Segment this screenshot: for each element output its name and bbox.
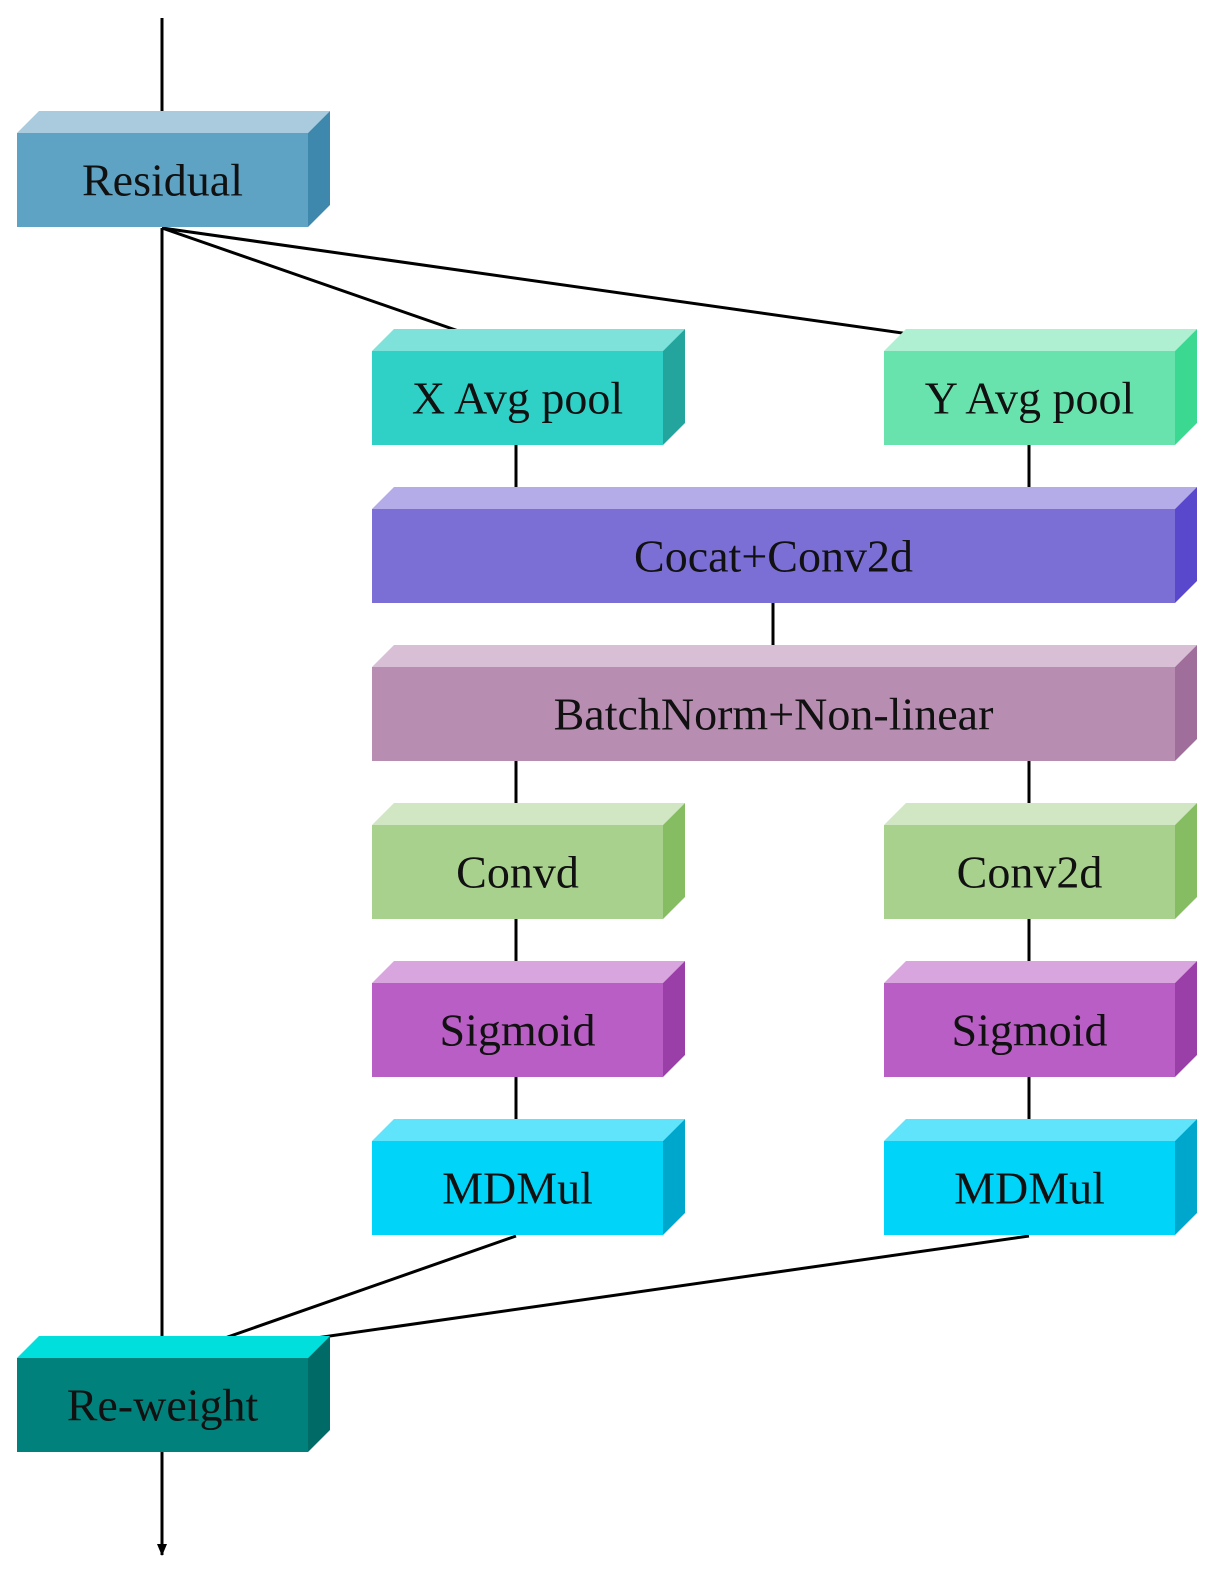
box-front-face bbox=[372, 983, 663, 1077]
box-side-face bbox=[663, 1119, 685, 1235]
box-front-face bbox=[372, 351, 663, 445]
box-front-face bbox=[372, 509, 1175, 603]
box-top-face bbox=[17, 1336, 330, 1358]
node-y-avg-pool: Y Avg pool bbox=[884, 329, 1197, 445]
node-label: Y Avg pool bbox=[925, 373, 1135, 424]
node-mdmul-left: MDMul bbox=[372, 1119, 685, 1235]
box-top-face bbox=[372, 645, 1197, 667]
box-front-face bbox=[884, 1141, 1175, 1235]
box-front-face bbox=[372, 1141, 663, 1235]
node-mdmul-right: MDMul bbox=[884, 1119, 1197, 1235]
box-side-face bbox=[1175, 487, 1197, 603]
box-side-face bbox=[308, 111, 330, 227]
node-label: Convd bbox=[456, 847, 579, 898]
arrow-residual-to-y-avg-pool bbox=[161, 226, 1030, 355]
box-top-face bbox=[372, 329, 685, 351]
box-side-face bbox=[308, 1336, 330, 1452]
node-label: X Avg pool bbox=[412, 373, 623, 424]
box-side-face bbox=[1175, 961, 1197, 1077]
box-top-face bbox=[17, 111, 330, 133]
box-side-face bbox=[663, 803, 685, 919]
node-x-avg-pool: X Avg pool bbox=[372, 329, 685, 445]
node-sigmoid-right: Sigmoid bbox=[884, 961, 1197, 1077]
box-front-face bbox=[884, 351, 1175, 445]
node-label: Re-weight bbox=[67, 1380, 259, 1431]
node-label: Cocat+Conv2d bbox=[634, 531, 913, 582]
box-front-face bbox=[17, 1358, 308, 1452]
box-top-face bbox=[884, 961, 1197, 983]
node-label: MDMul bbox=[954, 1163, 1105, 1214]
box-top-face bbox=[372, 961, 685, 983]
node-label: Sigmoid bbox=[440, 1005, 596, 1056]
node-label: Residual bbox=[82, 155, 243, 206]
box-top-face bbox=[884, 803, 1197, 825]
node-batchnorm: BatchNorm+Non-linear bbox=[372, 645, 1197, 761]
node-label: BatchNorm+Non-linear bbox=[554, 689, 994, 740]
edges bbox=[157, 18, 1034, 1556]
box-front-face bbox=[372, 667, 1175, 761]
box-front-face bbox=[17, 133, 308, 227]
box-front-face bbox=[372, 825, 663, 919]
box-side-face bbox=[1175, 803, 1197, 919]
node-label: Sigmoid bbox=[952, 1005, 1108, 1056]
box-top-face bbox=[372, 1119, 685, 1141]
node-residual: Residual bbox=[17, 111, 330, 227]
node-cocat-conv2d: Cocat+Conv2d bbox=[372, 487, 1197, 603]
nodes: Residual X Avg pool Y Avg poolCocat+Conv2d… bbox=[17, 111, 1197, 1452]
box-side-face bbox=[663, 329, 685, 445]
box-front-face bbox=[884, 983, 1175, 1077]
box-front-face bbox=[884, 825, 1175, 919]
node-sigmoid-left: Sigmoid bbox=[372, 961, 685, 1077]
box-side-face bbox=[1175, 645, 1197, 761]
node-label: MDMul bbox=[442, 1163, 593, 1214]
node-conv2d: Conv2d bbox=[884, 803, 1197, 919]
box-side-face bbox=[1175, 329, 1197, 445]
box-top-face bbox=[372, 803, 685, 825]
node-convd: Convd bbox=[372, 803, 685, 919]
node-label: Conv2d bbox=[957, 847, 1103, 898]
box-top-face bbox=[884, 329, 1197, 351]
box-top-face bbox=[372, 487, 1197, 509]
box-top-face bbox=[884, 1119, 1197, 1141]
node-reweight: Re-weight bbox=[17, 1336, 330, 1452]
box-side-face bbox=[1175, 1119, 1197, 1235]
box-side-face bbox=[663, 961, 685, 1077]
